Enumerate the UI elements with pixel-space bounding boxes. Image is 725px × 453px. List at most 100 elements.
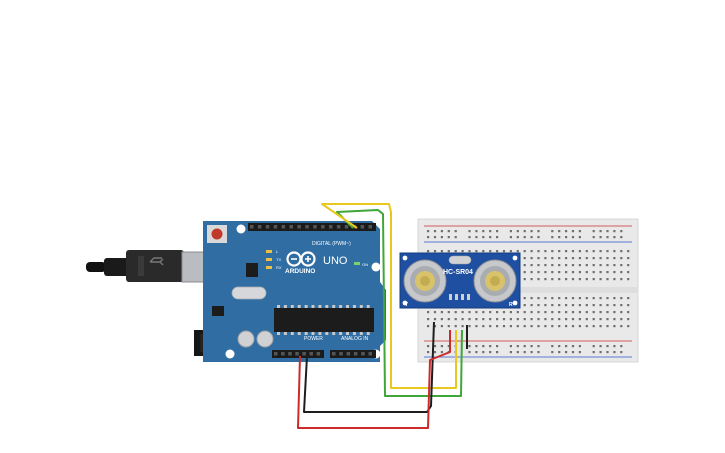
breadboard-hole[interactable] <box>551 250 554 253</box>
header-pin[interactable] <box>313 225 317 229</box>
analog-pin[interactable] <box>346 352 351 356</box>
breadboard-hole[interactable] <box>578 311 581 314</box>
breadboard-hole[interactable] <box>447 325 450 328</box>
breadboard-hole[interactable] <box>599 297 602 300</box>
breadboard-hole[interactable] <box>482 318 485 321</box>
breadboard-hole[interactable] <box>565 311 568 314</box>
breadboard-hole[interactable] <box>516 345 519 348</box>
breadboard-hole[interactable] <box>613 264 616 267</box>
breadboard-hole[interactable] <box>544 297 547 300</box>
breadboard-hole[interactable] <box>606 311 609 314</box>
breadboard-hole[interactable] <box>592 230 595 233</box>
breadboard-hole[interactable] <box>530 318 533 321</box>
breadboard-hole[interactable] <box>592 278 595 281</box>
power-pin[interactable] <box>302 352 306 356</box>
breadboard-hole[interactable] <box>544 278 547 281</box>
header-pin[interactable] <box>360 225 365 229</box>
breadboard-hole[interactable] <box>468 325 471 328</box>
breadboard-hole[interactable] <box>592 311 595 314</box>
breadboard-hole[interactable] <box>599 351 602 354</box>
header-pin[interactable] <box>289 225 294 229</box>
breadboard-hole[interactable] <box>620 250 623 253</box>
breadboard-hole[interactable] <box>523 257 526 260</box>
breadboard-hole[interactable] <box>627 278 630 281</box>
breadboard-hole[interactable] <box>620 257 623 260</box>
breadboard-hole[interactable] <box>427 325 430 328</box>
breadboard-hole[interactable] <box>523 236 526 239</box>
breadboard-hole[interactable] <box>620 351 623 354</box>
breadboard-hole[interactable] <box>620 345 623 348</box>
breadboard-hole[interactable] <box>599 304 602 307</box>
breadboard-hole[interactable] <box>565 271 568 274</box>
breadboard-hole[interactable] <box>578 264 581 267</box>
breadboard-hole[interactable] <box>537 236 540 239</box>
breadboard-hole[interactable] <box>585 297 588 300</box>
breadboard-hole[interactable] <box>502 318 506 321</box>
breadboard-hole[interactable] <box>509 230 512 233</box>
breadboard-hole[interactable] <box>496 325 499 328</box>
header-pin[interactable] <box>257 225 262 229</box>
breadboard-hole[interactable] <box>558 351 561 354</box>
breadboard-hole[interactable] <box>530 311 533 314</box>
breadboard-hole[interactable] <box>433 345 437 348</box>
breadboard-hole[interactable] <box>551 264 554 267</box>
breadboard-hole[interactable] <box>551 230 554 233</box>
breadboard-hole[interactable] <box>606 271 609 274</box>
breadboard-hole[interactable] <box>523 304 526 307</box>
breadboard-hole[interactable] <box>427 345 430 348</box>
breadboard-hole[interactable] <box>489 318 492 321</box>
breadboard-hole[interactable] <box>454 318 457 321</box>
breadboard-hole[interactable] <box>482 230 485 233</box>
breadboard-hole[interactable] <box>578 250 581 253</box>
breadboard-hole[interactable] <box>627 325 630 328</box>
breadboard-hole[interactable] <box>468 236 471 239</box>
breadboard-hole[interactable] <box>489 351 492 354</box>
header-pin[interactable] <box>344 225 349 229</box>
breadboard-hole[interactable] <box>606 264 609 267</box>
breadboard-hole[interactable] <box>440 325 443 328</box>
breadboard-hole[interactable] <box>627 264 630 267</box>
breadboard-hole[interactable] <box>592 304 595 307</box>
breadboard-hole[interactable] <box>537 257 540 260</box>
breadboard-hole[interactable] <box>509 351 512 354</box>
breadboard-hole[interactable] <box>620 278 623 281</box>
breadboard-hole[interactable] <box>585 325 588 328</box>
breadboard-hole[interactable] <box>571 264 575 267</box>
power-pin[interactable] <box>274 352 278 356</box>
breadboard-hole[interactable] <box>454 311 457 314</box>
breadboard-hole[interactable] <box>627 311 630 314</box>
breadboard-hole[interactable] <box>627 304 630 307</box>
breadboard-hole[interactable] <box>585 318 588 321</box>
breadboard-hole[interactable] <box>530 304 533 307</box>
breadboard-hole[interactable] <box>606 304 609 307</box>
breadboard-hole[interactable] <box>571 311 575 314</box>
breadboard-hole[interactable] <box>468 351 471 354</box>
breadboard-hole[interactable] <box>530 230 533 233</box>
breadboard-hole[interactable] <box>537 351 540 354</box>
breadboard-hole[interactable] <box>558 278 561 281</box>
analog-pin[interactable] <box>353 352 358 356</box>
breadboard-hole[interactable] <box>447 311 450 314</box>
breadboard-hole[interactable] <box>447 318 450 321</box>
usb-cable[interactable] <box>86 250 207 283</box>
header-pin[interactable] <box>336 225 341 229</box>
breadboard-hole[interactable] <box>585 271 588 274</box>
breadboard-hole[interactable] <box>475 311 478 314</box>
breadboard-hole[interactable] <box>565 325 568 328</box>
breadboard-hole[interactable] <box>482 250 485 253</box>
breadboard-hole[interactable] <box>440 318 443 321</box>
breadboard-hole[interactable] <box>565 236 568 239</box>
breadboard-hole[interactable] <box>427 236 430 239</box>
breadboard-hole[interactable] <box>427 311 430 314</box>
breadboard-hole[interactable] <box>558 236 561 239</box>
breadboard-hole[interactable] <box>551 311 554 314</box>
header-pin[interactable] <box>273 225 278 229</box>
breadboard-hole[interactable] <box>606 345 609 348</box>
breadboard-hole[interactable] <box>447 250 450 253</box>
breadboard-hole[interactable] <box>571 297 575 300</box>
breadboard-hole[interactable] <box>620 318 623 321</box>
breadboard-hole[interactable] <box>544 271 547 274</box>
breadboard-hole[interactable] <box>551 236 554 239</box>
reset-button[interactable] <box>207 225 227 243</box>
breadboard-hole[interactable] <box>571 304 575 307</box>
